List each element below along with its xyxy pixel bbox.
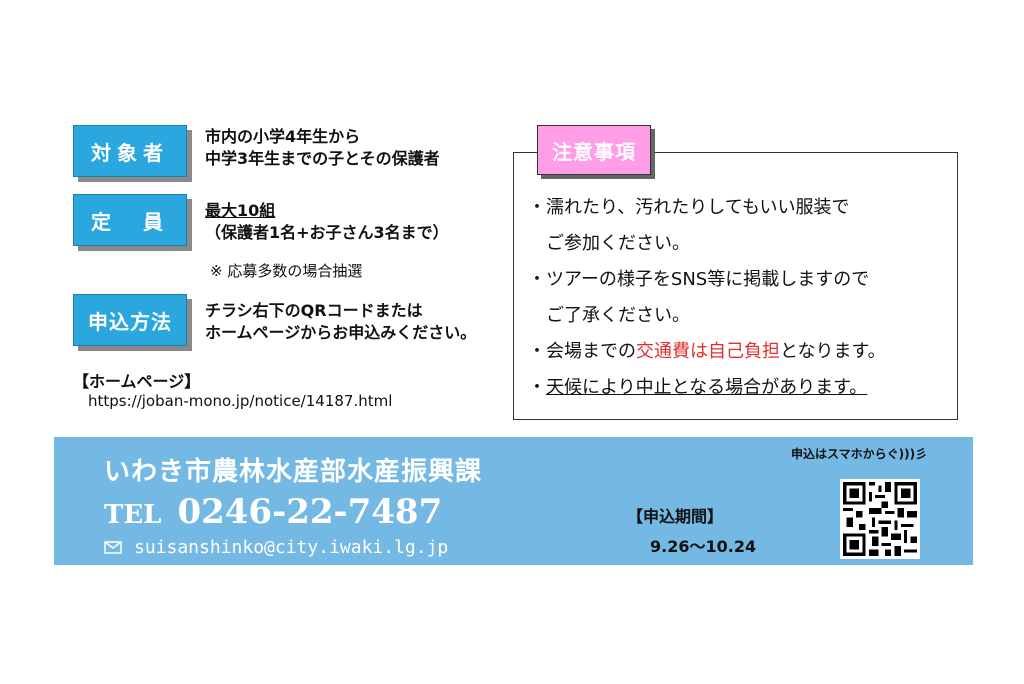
target-info: 市内の小学4年生から 中学3年生までの子とその保護者 — [205, 126, 440, 170]
note-line-6-text: 天候により中止となる場合があります。 — [546, 377, 868, 398]
period-dates: 9.26〜10.24 — [650, 537, 757, 556]
apply-label: 申込方法 — [73, 294, 187, 346]
note-line-6-bullet: ・ — [528, 377, 546, 398]
phone-number: 0246-22-7487 — [177, 492, 443, 532]
note-line-5-highlight: 交通費は自己負担 — [636, 341, 780, 362]
target-label: 対象者 — [73, 125, 187, 177]
capacity-note: ※ 応募多数の場合抽選 — [210, 262, 363, 280]
period-label: 【申込期間】 — [627, 507, 724, 526]
capacity-line2: （保護者1名+お子さん3名まで） — [205, 223, 449, 242]
phone: TEL 0246-22-7487 — [104, 492, 442, 532]
apply-info: チラシ右下のQRコードまたは ホームページからお申込みください。 — [205, 300, 476, 344]
note-line-2: ご参加ください。 — [546, 233, 690, 254]
notes-box — [513, 152, 958, 420]
tel-prefix: TEL — [104, 500, 162, 530]
note-line-5: ・会場までの交通費は自己負担となります。 — [528, 340, 886, 364]
capacity-line1: 最大10組 — [205, 201, 276, 220]
apply-line1: チラシ右下のQRコードまたは — [205, 301, 423, 320]
notes-title: 注意事項 — [537, 125, 651, 175]
smartphone-note: 申込はスマホからぐ)))彡 — [791, 447, 928, 461]
email: suisanshinko@city.iwaki.lg.jp — [104, 537, 448, 558]
apply-line2: ホームページからお申込みください。 — [205, 323, 477, 342]
note-line-1: ・濡れたり、汚れたりしてもいい服装で — [528, 197, 850, 218]
homepage-label: 【ホームページ】 — [73, 372, 201, 391]
footer-banner: いわき市農林水産部水産振興課 TEL 0246-22-7487 suisanshi… — [54, 437, 973, 565]
capacity-label: 定 員 — [73, 194, 187, 246]
note-line-5-a: ・会場までの — [528, 341, 636, 362]
department-name: いわき市農林水産部水産振興課 — [104, 457, 483, 487]
qr-code-icon[interactable] — [840, 479, 920, 559]
note-line-6: ・天候により中止となる場合があります。 — [528, 376, 867, 400]
email-address[interactable]: suisanshinko@city.iwaki.lg.jp — [134, 537, 449, 558]
target-line2: 中学3年生までの子とその保護者 — [205, 149, 440, 168]
target-line1: 市内の小学4年生から — [205, 127, 361, 146]
note-line-4: ご了承ください。 — [546, 305, 690, 326]
note-line-3: ・ツアーの様子をSNS等に掲載しますので — [528, 269, 870, 290]
mail-icon — [104, 541, 122, 554]
homepage-link[interactable]: https://joban-mono.jp/notice/14187.html — [88, 392, 393, 410]
note-line-5-c: となります。 — [780, 341, 886, 362]
capacity-info: 最大10組 （保護者1名+お子さん3名まで） — [205, 200, 449, 244]
